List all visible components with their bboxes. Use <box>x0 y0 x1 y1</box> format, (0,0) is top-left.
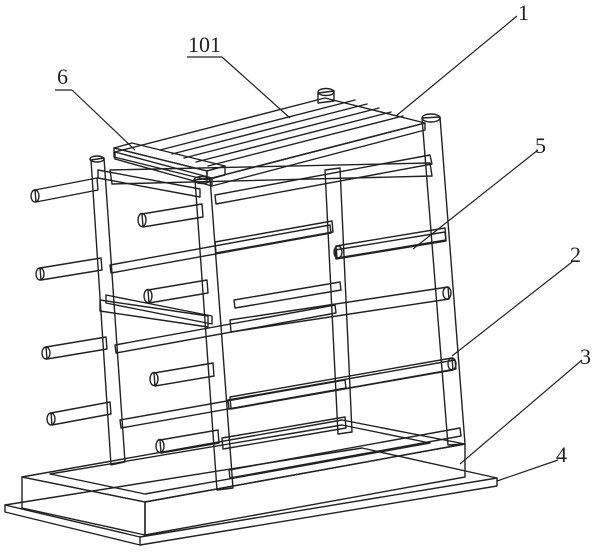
base-plate <box>4 447 498 546</box>
leader-line-3 <box>459 359 583 465</box>
tray <box>21 419 466 536</box>
label-part-101: 101 <box>188 32 221 57</box>
annotations: 1 101 6 5 2 3 4 <box>55 0 591 482</box>
top-rack <box>114 87 426 187</box>
label-part-6: 6 <box>57 64 68 89</box>
label-part-3: 3 <box>580 344 591 369</box>
leader-line-4 <box>496 459 559 482</box>
label-part-2: 2 <box>570 242 581 267</box>
leader-line-1 <box>395 15 518 117</box>
label-part-5: 5 <box>535 133 546 158</box>
label-part-4: 4 <box>556 442 567 467</box>
clamp-bar <box>113 142 226 181</box>
frame-posts <box>89 113 466 491</box>
label-part-1: 1 <box>518 0 529 25</box>
leader-line-5 <box>412 149 539 250</box>
frame-rails <box>97 154 462 479</box>
hanger-rods <box>30 162 457 454</box>
leader-line-2 <box>451 261 573 357</box>
leader-line-6 <box>71 89 136 151</box>
leader-line-101 <box>221 56 291 119</box>
